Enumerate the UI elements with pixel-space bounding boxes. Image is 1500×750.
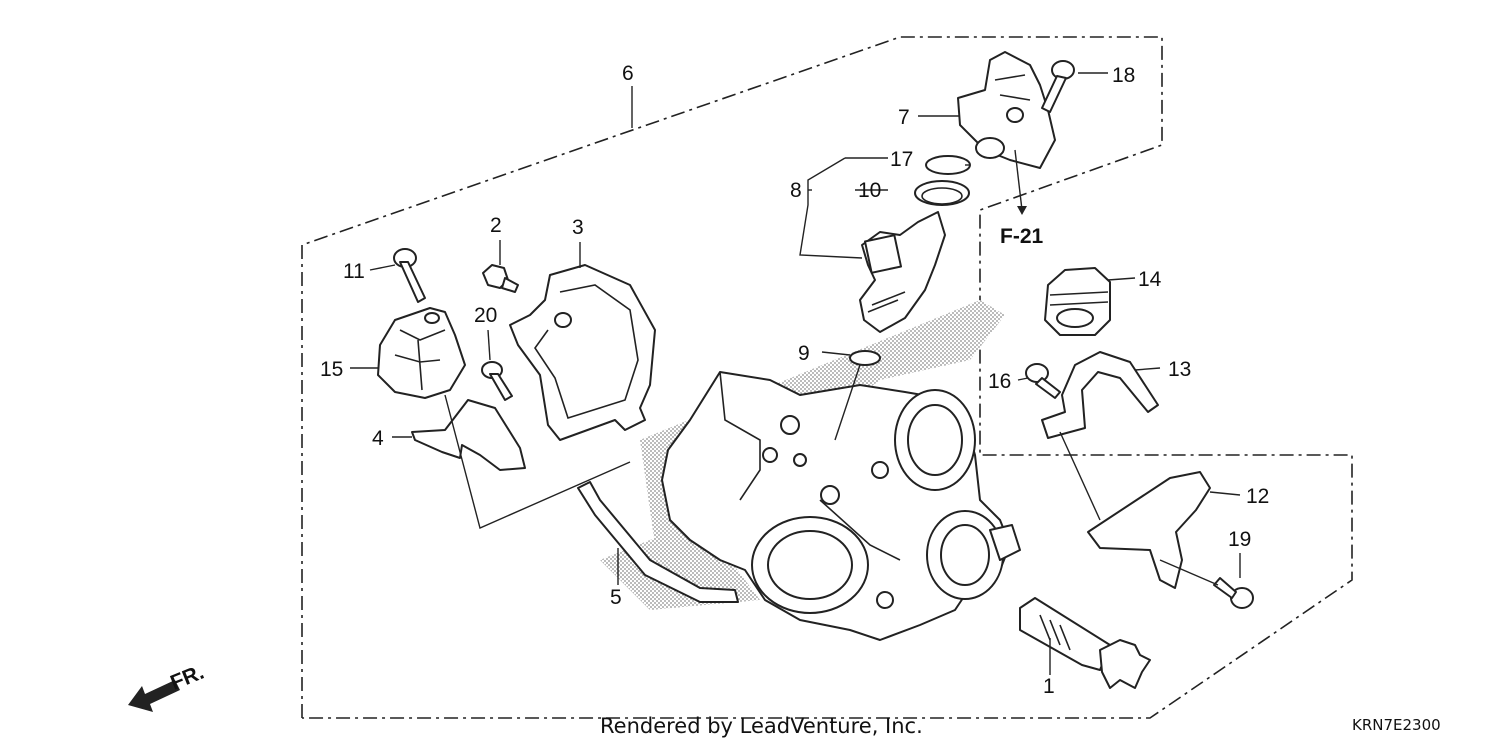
callout-6: 6 — [622, 62, 634, 85]
arrow-left-icon — [128, 680, 180, 712]
part-9-oring — [849, 350, 881, 366]
part-13-clamp — [1041, 351, 1159, 439]
part-10-seal — [914, 180, 970, 206]
part-1-sensor — [1019, 597, 1151, 689]
part-5-hose — [577, 481, 739, 603]
callout-20: 20 — [474, 304, 497, 327]
callout-5: 5 — [610, 586, 622, 609]
assembly-outline-6 — [301, 36, 1353, 719]
part-15-map-sensor — [377, 307, 466, 399]
reference-label: F-21 — [1000, 225, 1044, 248]
part-3-cover — [509, 264, 656, 441]
callout-15: 15 — [320, 358, 343, 381]
callout-12: 12 — [1246, 485, 1269, 508]
front-label: FR. — [167, 661, 207, 695]
callout-1: 1 — [1043, 675, 1055, 698]
front-direction-marker: FR. — [128, 661, 207, 712]
part-11-bolt — [393, 248, 426, 303]
callout-16: 16 — [988, 370, 1011, 393]
part-8-injector — [859, 211, 946, 333]
part-2-nut — [482, 264, 519, 293]
part-14-grommet — [1044, 267, 1111, 336]
callout-17: 17 — [890, 148, 913, 171]
leader-lines — [350, 72, 1241, 675]
callout-4: 4 — [372, 427, 384, 450]
callout-9: 9 — [798, 342, 810, 365]
part-12-bracket — [1087, 471, 1211, 589]
throttle-body — [661, 371, 1021, 641]
part-19-bolt — [1213, 577, 1254, 609]
callout-14: 14 — [1138, 268, 1162, 291]
credit-text: Rendered by LeadVenture, Inc. — [600, 714, 923, 738]
callout-10: 10 — [858, 179, 881, 202]
callout-8: 8 — [790, 179, 802, 202]
shade-area-lower — [600, 520, 760, 610]
callout-19: 19 — [1228, 528, 1251, 551]
callout-11: 11 — [343, 260, 365, 283]
part-18-bolt — [1041, 60, 1075, 113]
part-17-oring — [925, 155, 971, 175]
diagram-code: KRN7E2300 — [1352, 716, 1441, 734]
callout-2: 2 — [490, 214, 502, 237]
callout-3: 3 — [572, 216, 584, 239]
part-20-bolt — [481, 361, 513, 401]
part-16-bolt — [1025, 363, 1061, 399]
part-7-sensor — [957, 51, 1056, 169]
callout-18: 18 — [1112, 64, 1135, 87]
callout-7: 7 — [898, 106, 910, 129]
part-4-bracket — [411, 399, 526, 471]
shade-area-main — [640, 300, 1005, 580]
callout-13: 13 — [1168, 358, 1191, 381]
